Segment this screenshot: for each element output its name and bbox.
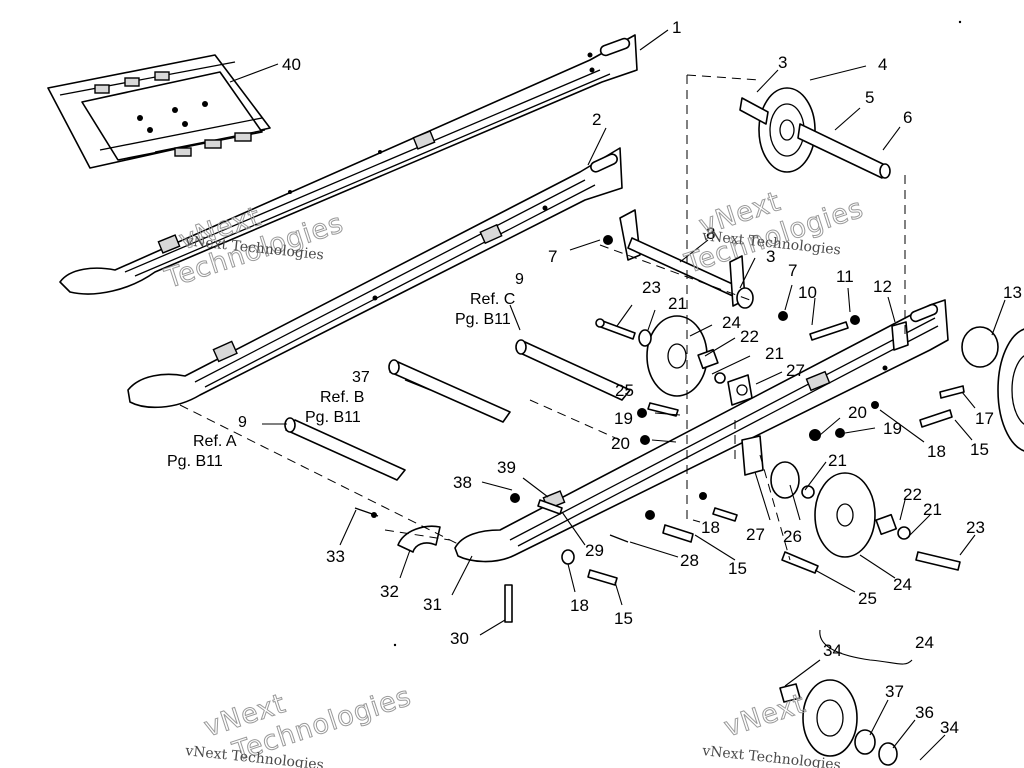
callout-21d: 21 <box>923 500 942 519</box>
callout-32: 32 <box>380 582 399 601</box>
track-clip-assembly <box>47 54 271 169</box>
callout-23b: 23 <box>966 518 985 537</box>
callout-34a: 34 <box>823 641 842 660</box>
callout-19a: 19 <box>614 409 633 428</box>
callout-28: 28 <box>680 551 699 570</box>
callout-18a: 18 <box>927 442 946 461</box>
callout-7b: 7 <box>788 261 797 280</box>
callout-17: 17 <box>975 409 994 428</box>
callout-1: 1 <box>672 18 681 37</box>
callout-29: 29 <box>585 541 604 560</box>
callout-39: 39 <box>497 458 516 477</box>
callout-40: 40 <box>282 55 301 74</box>
rail-middle <box>127 147 623 409</box>
callout-24c: 24 <box>915 633 934 652</box>
callout-27b: 27 <box>746 525 765 544</box>
callout-21c: 21 <box>828 451 847 470</box>
svg-text:vNext: vNext <box>720 688 809 743</box>
ref-a-num: 9 <box>238 414 247 431</box>
callout-3b: 3 <box>766 247 775 266</box>
callout-34b: 34 <box>940 718 959 737</box>
ref-b-page: Pg. B11 <box>305 409 361 426</box>
blocks-spacers <box>727 321 909 499</box>
upper-axle-wheels <box>739 87 891 179</box>
callout-10: 10 <box>798 283 817 302</box>
callout-23a: 23 <box>642 278 661 297</box>
cross-shaft-bracket <box>619 209 754 309</box>
callout-19b: 19 <box>883 419 902 438</box>
rail-tip-cover <box>397 525 441 553</box>
ref-b-num: 37 <box>352 369 370 386</box>
shafts <box>284 339 631 481</box>
callout-24a: 24 <box>722 313 741 332</box>
callout-15a: 15 <box>970 440 989 459</box>
ref-b-label: Ref. B <box>320 389 364 406</box>
ref-c-page: Pg. B11 <box>455 311 511 328</box>
rail-lower <box>454 299 949 563</box>
callout-12: 12 <box>873 277 892 296</box>
callout-38: 38 <box>453 473 472 492</box>
callout-27a: 27 <box>786 361 805 380</box>
callout-13: 13 <box>1003 283 1022 302</box>
alignment-lines <box>179 74 906 561</box>
callout-4: 4 <box>878 55 887 74</box>
callout-11: 11 <box>836 267 854 286</box>
idler-wheel-upper <box>646 315 719 397</box>
idler-wheel-detail <box>779 679 898 766</box>
callout-21b: 21 <box>765 344 784 363</box>
ref-c-num: 9 <box>515 271 524 288</box>
callout-2: 2 <box>592 110 601 129</box>
reference-labels: 9 Ref. C Pg. B11 37 Ref. B Pg. B11 9 Ref… <box>167 271 524 470</box>
callout-22a: 22 <box>740 327 759 346</box>
callout-21a: 21 <box>668 294 687 313</box>
leader-lines <box>229 29 1006 761</box>
callout-18c: 18 <box>570 596 589 615</box>
callout-labels: 1 40 2 3 4 5 6 7 8 3 7 10 11 12 13 23 21… <box>282 18 1022 737</box>
callout-33: 33 <box>326 547 345 566</box>
callout-25a: 25 <box>615 381 634 400</box>
rail-upper <box>59 34 638 295</box>
idler-wheel-lower <box>814 472 911 558</box>
callout-3: 3 <box>778 53 787 72</box>
callout-20a: 20 <box>611 434 630 453</box>
callout-20b: 20 <box>848 403 867 422</box>
callout-31: 31 <box>423 595 442 614</box>
ref-a-label: Ref. A <box>193 433 237 450</box>
ref-a-page: Pg. B11 <box>167 453 223 470</box>
callout-22b: 22 <box>903 485 922 504</box>
callout-24b: 24 <box>893 575 912 594</box>
callout-15b: 15 <box>728 559 747 578</box>
rear-wheel-edge <box>961 326 1024 452</box>
callout-36: 37 <box>885 682 904 701</box>
callout-7a: 7 <box>548 247 557 266</box>
callout-8: 8 <box>706 224 715 243</box>
callout-15c: 15 <box>614 609 633 628</box>
callout-6: 6 <box>903 108 912 127</box>
callout-35: 36 <box>915 703 934 722</box>
callout-26: 26 <box>783 527 802 546</box>
callout-30: 30 <box>450 629 469 648</box>
ref-c-label: Ref. C <box>470 291 515 308</box>
callout-5: 5 <box>865 88 874 107</box>
callout-18b: 18 <box>701 518 720 537</box>
callout-25b: 25 <box>858 589 877 608</box>
